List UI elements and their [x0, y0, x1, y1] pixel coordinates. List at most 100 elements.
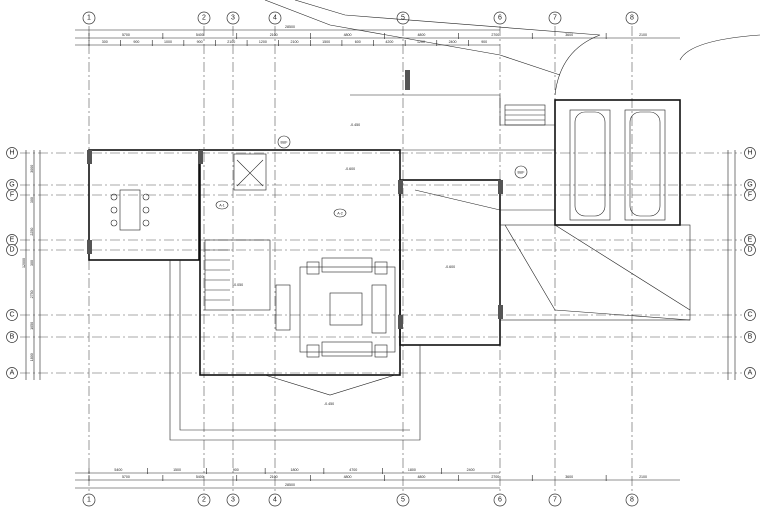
dimension-label: 1800	[408, 468, 416, 472]
dimension-label: 1000	[164, 40, 172, 44]
grid-bubble	[744, 244, 756, 256]
grid-label-row: H	[747, 150, 752, 157]
dimension-label: 5400	[114, 468, 122, 472]
grid-label-row: A	[10, 370, 15, 377]
dimension-label: 2250	[30, 228, 34, 236]
dimension-label: 5400	[196, 33, 204, 37]
grid-label-column: 7	[553, 497, 557, 504]
grid-bubble	[396, 493, 410, 507]
dimension-label: 2100	[639, 33, 647, 37]
grid-bubble	[6, 244, 18, 256]
dimension-label: 1500	[322, 40, 330, 44]
dimension-label: 1200	[259, 40, 267, 44]
grid-label-column: 6	[498, 497, 502, 504]
elevator	[233, 153, 267, 191]
mark-bf1: B&F	[281, 141, 289, 145]
grid-label-column: 5	[401, 15, 405, 22]
dimension-total: 28500	[285, 25, 295, 29]
grid-label-column: 8	[630, 497, 634, 504]
dimension-labels: 28500 5700 5400 2100 4800 4800 2700 3600 2100 300…	[22, 25, 647, 487]
dimension-label: 300	[102, 40, 108, 44]
room-tag	[215, 200, 229, 210]
grid-label-column: 1	[87, 497, 91, 504]
grid-label-row: E	[748, 237, 753, 244]
grid-label-row: H	[9, 150, 14, 157]
grid-bubble	[493, 11, 507, 25]
grid-bubble	[6, 367, 18, 379]
dimension-label: 3600	[565, 33, 573, 37]
dimension-label: 5400	[196, 475, 204, 479]
dimension-label: 2100	[291, 40, 299, 44]
level-mark: -0.600	[445, 265, 455, 269]
grid-label-row: D	[9, 247, 14, 254]
dimension-label: 300	[30, 197, 34, 203]
grid-bubble	[226, 11, 240, 25]
grid-bubble	[493, 493, 507, 507]
dimension-label: 4700	[349, 468, 357, 472]
dimension-label: 1050	[30, 322, 34, 330]
grid-label-row: B	[748, 334, 753, 341]
dimension-label: 300	[30, 260, 34, 266]
grid-bubble	[744, 367, 756, 379]
dimension-label: 2400	[449, 40, 457, 44]
grid-label-row: C	[9, 312, 14, 319]
grid-label-row: F	[10, 192, 14, 199]
grid-bubble	[197, 11, 211, 25]
dimension-total: 12000	[22, 258, 26, 268]
dimension-lines	[25, 29, 736, 489]
dimension-label: 1200	[417, 40, 425, 44]
dimension-label: 600	[355, 40, 361, 44]
dimension-label: 900	[133, 40, 139, 44]
dimension-label: 2700	[491, 33, 499, 37]
grid-bubble	[6, 189, 18, 201]
walls	[87, 70, 691, 441]
mark-bf2: B&F	[518, 171, 526, 175]
level-mark: -0.450	[350, 123, 360, 127]
dimension-label: 4800	[417, 475, 425, 479]
grid-label-column: 1	[87, 15, 91, 22]
site-boundary	[264, 0, 760, 96]
grid-bubble	[396, 11, 410, 25]
level-mark: -0.050	[233, 283, 243, 287]
room-a1-label: A-1	[219, 204, 225, 208]
dimension-label: 4800	[344, 33, 352, 37]
dimension-label: 3000	[30, 165, 34, 173]
grid-bubble	[268, 493, 282, 507]
grid-bubble	[625, 11, 639, 25]
dimension-label: 2700	[491, 475, 499, 479]
grid-bubble	[744, 309, 756, 321]
grid-label-column: 8	[630, 15, 634, 22]
dimension-label: 2100	[639, 475, 647, 479]
grid-bubble	[548, 493, 562, 507]
dimension-label: 900	[481, 40, 487, 44]
section-marker	[277, 135, 291, 149]
grid-label-row: D	[747, 247, 752, 254]
room-tag	[333, 208, 347, 218]
living-room-sofa-set	[275, 257, 396, 358]
dimension-label: 2750	[30, 290, 34, 298]
grid-label-row: E	[10, 237, 15, 244]
garage-cars	[569, 109, 666, 221]
grid-bubble	[6, 147, 18, 159]
dimension-label: 2100	[227, 40, 235, 44]
dimension-label: 900	[197, 40, 203, 44]
grid-label-column: 4	[273, 497, 277, 504]
grid-label-row: G	[747, 182, 752, 189]
level-mark: -0.600	[345, 167, 355, 171]
stairs	[204, 104, 546, 311]
grid-bubble	[226, 493, 240, 507]
grid-label-row: B	[10, 334, 15, 341]
grid-label-column: 3	[231, 15, 235, 22]
grid-label-row: A	[748, 370, 753, 377]
grid-bubble	[82, 11, 96, 25]
dimension-label: 4200	[385, 40, 393, 44]
grid-label-column: 5	[401, 497, 405, 504]
grid-label-column: 7	[553, 15, 557, 22]
dimension-label: 900	[233, 468, 239, 472]
grid-bubble	[197, 493, 211, 507]
dimension-label: 5700	[122, 33, 130, 37]
grid-bubble	[82, 493, 96, 507]
grid-label-row: C	[747, 312, 752, 319]
grid-bubble	[548, 11, 562, 25]
